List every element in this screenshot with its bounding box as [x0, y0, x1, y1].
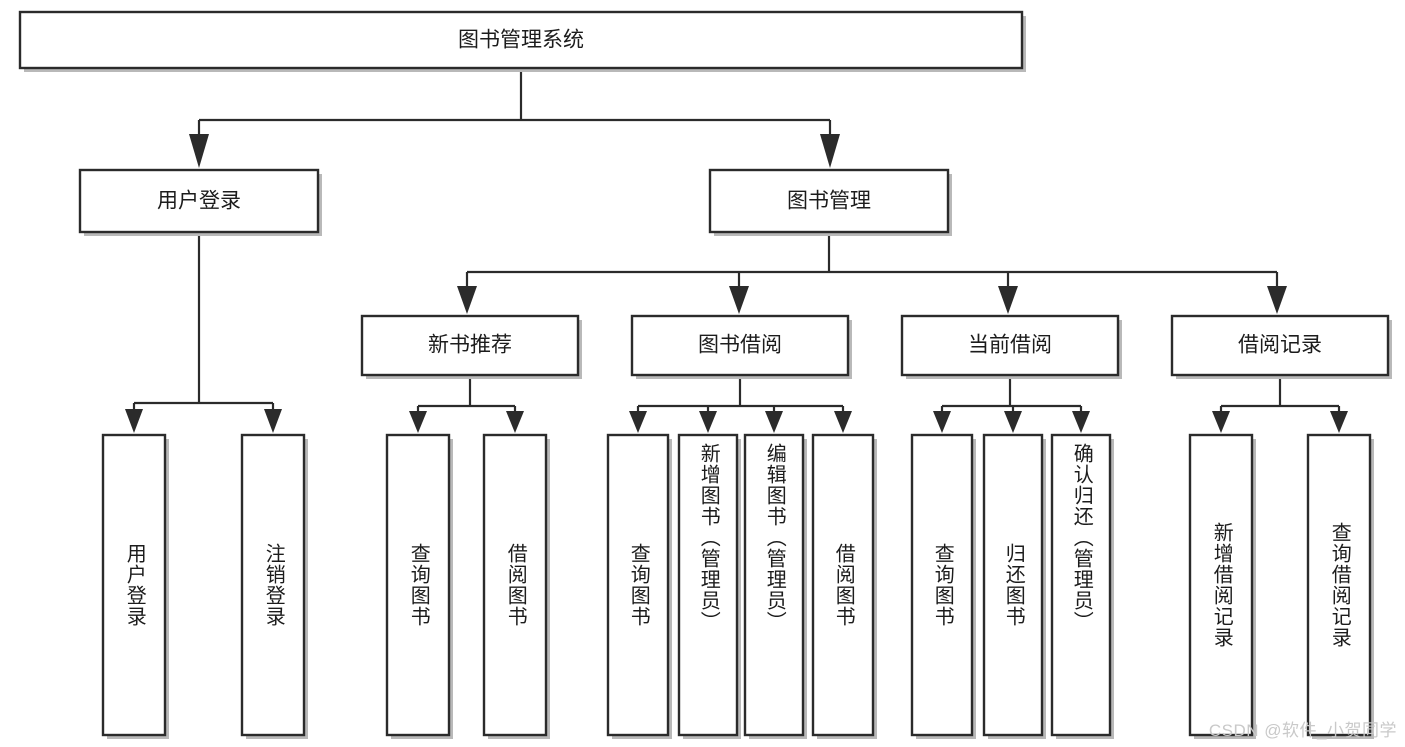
leaf-9-box[interactable]: [982, 433, 1044, 737]
level3-3-box[interactable]: [1170, 314, 1390, 377]
leaf-2-box[interactable]: [385, 433, 451, 737]
leaf-box-layer: [101, 433, 1374, 739]
arrow-icon-tushujieyue: [729, 286, 749, 314]
arrow-icon-jyjl-chaxunjilu: [1330, 411, 1348, 433]
leaf-11-box[interactable]: [1188, 433, 1254, 737]
level3-2-label: 当前借阅: [968, 334, 1052, 357]
node-leaf-jyjl-xinzengjilu[interactable]: [1188, 433, 1256, 739]
node-level3-jieyuejilu[interactable]: 借阅记录: [1170, 314, 1392, 379]
node-leaf-tjy-xinzengtushu[interactable]: [677, 433, 741, 739]
node-level2-yonghudenglu[interactable]: 用户登录: [78, 168, 322, 236]
arrow-icon-jyjl-xinzengjilu: [1212, 411, 1230, 433]
node-leaf-yonghudenglu[interactable]: [101, 433, 169, 739]
level3-3-label: 借阅记录: [1238, 334, 1322, 357]
arrow-icon-xst-chaxuntushu: [409, 411, 427, 433]
leaf-8-box[interactable]: [910, 433, 974, 737]
arrow-icon-tjy-bianjitushu: [765, 411, 783, 433]
level3-0-label: 新书推荐: [428, 334, 512, 357]
level2-1-label: 图书管理: [787, 190, 871, 213]
level3-2-box[interactable]: [900, 314, 1120, 377]
arrow-icon-leaf-zhuxiaodenglu: [264, 409, 282, 433]
arrow-icon-xst-jieyuetushu: [506, 411, 524, 433]
node-root[interactable]: 图书管理系统: [18, 10, 1026, 72]
node-leaf-xst-chaxuntushu[interactable]: [385, 433, 453, 739]
node-leaf-xst-jieyuetushu[interactable]: [482, 433, 550, 739]
arrow-icon-tushuguanli: [820, 134, 840, 168]
leaf-0-box[interactable]: [101, 433, 167, 737]
arrow-icon-jieyuejilu: [1267, 286, 1287, 314]
arrow-icon-tjy-chaxuntushu: [629, 411, 647, 433]
leaf-12-box[interactable]: [1306, 433, 1372, 737]
leaf-1-box[interactable]: [240, 433, 306, 737]
connector-layer: [125, 68, 1348, 433]
level3-0-box[interactable]: [360, 314, 580, 377]
arrow-icon-tjy-jieyuetushu: [834, 411, 852, 433]
level3-1-box[interactable]: [630, 314, 850, 377]
root-label: 图书管理系统: [458, 29, 584, 52]
arrow-icon-dqjy-chaxuntushu: [933, 411, 951, 433]
node-leaf-dqjy-guihuantushu[interactable]: [982, 433, 1046, 739]
level2-1-box[interactable]: [708, 168, 950, 234]
arrow-icon-yonghudenglu: [189, 134, 209, 168]
root-box[interactable]: [18, 10, 1024, 70]
node-leaf-dqjy-chaxuntushu[interactable]: [910, 433, 976, 739]
level2-0-box[interactable]: [78, 168, 320, 234]
leaf-6-box[interactable]: [743, 433, 805, 737]
arrow-icon-leaf-yonghudenglu: [125, 409, 143, 433]
node-leaf-dqjy-querenguihuan[interactable]: [1050, 433, 1114, 739]
arrow-icon-xinshutuijian: [457, 286, 477, 314]
leaf-7-box[interactable]: [811, 433, 875, 737]
arrow-icon-tjy-xinzengtushu: [699, 411, 717, 433]
node-level3-tushujieyue[interactable]: 图书借阅: [630, 314, 852, 379]
level3-1-label: 图书借阅: [698, 334, 782, 357]
leaf-10-box[interactable]: [1050, 433, 1112, 737]
node-level2-tushuguanli[interactable]: 图书管理: [708, 168, 952, 236]
csdn-watermark: CSDN @软件_小贺同学: [1208, 721, 1397, 740]
leaf-4-box[interactable]: [606, 433, 670, 737]
node-leaf-tjy-chaxuntushu[interactable]: [606, 433, 672, 739]
node-leaf-tjy-jieyuetushu[interactable]: [811, 433, 877, 739]
node-level3-xinshutuijian[interactable]: 新书推荐: [360, 314, 582, 379]
node-leaf-tjy-bianjitushu[interactable]: [743, 433, 807, 739]
level2-0-label: 用户登录: [157, 190, 241, 213]
leaf-3-box[interactable]: [482, 433, 548, 737]
arrow-icon-dqjy-guihuantushu: [1004, 411, 1022, 433]
node-leaf-jyjl-chaxunjilu[interactable]: [1306, 433, 1374, 739]
node-leaf-zhuxiaodenglu[interactable]: [240, 433, 308, 739]
node-level3-dangqianjieyue[interactable]: 当前借阅: [900, 314, 1122, 379]
arrow-icon-dqjy-querenguihuan: [1072, 411, 1090, 433]
leaf-5-box[interactable]: [677, 433, 739, 737]
arrow-icon-dangqianjieyue: [998, 286, 1018, 314]
